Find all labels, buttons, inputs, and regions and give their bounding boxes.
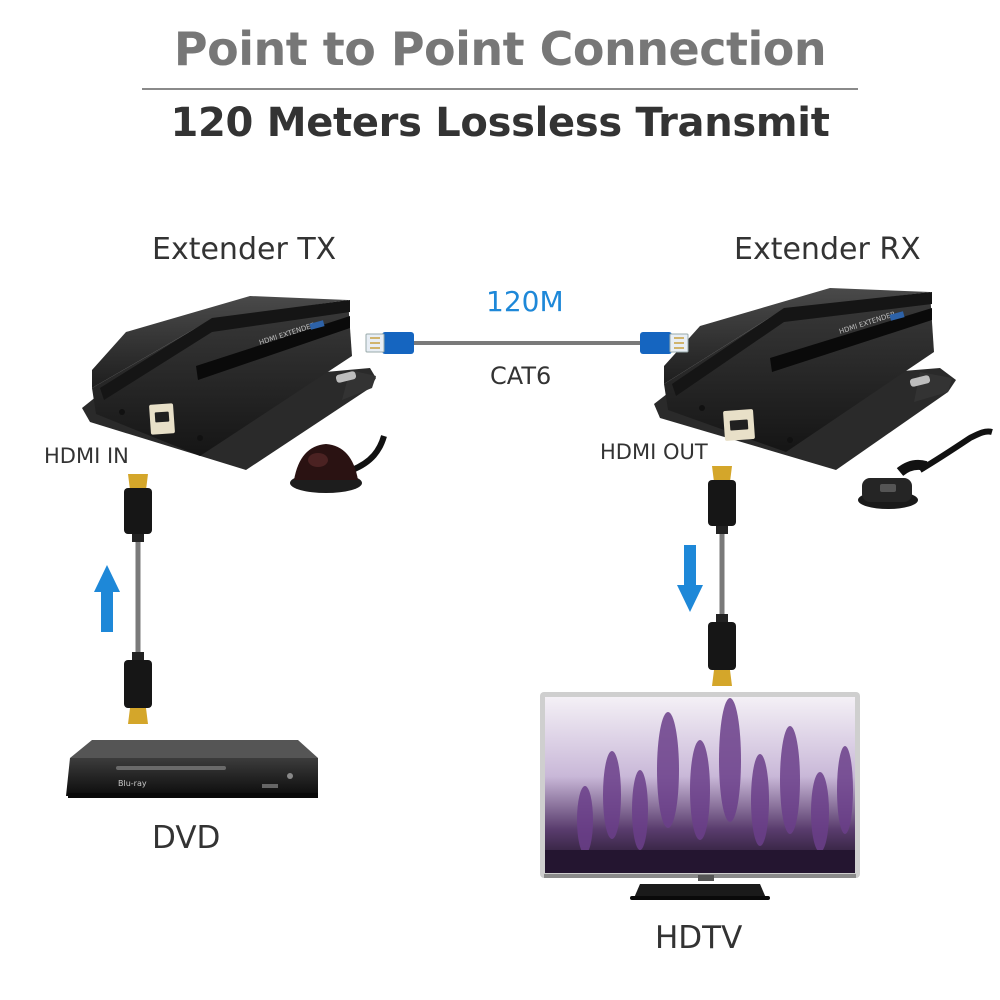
hdtv-label: HDTV [655, 920, 743, 956]
page-title: Point to Point Connection [173, 22, 827, 76]
extender-rx-label: Extender RX [734, 232, 921, 267]
svg-text:Blu-ray: Blu-ray [118, 779, 147, 788]
hdmi-in-label: HDMI IN [44, 444, 129, 468]
cable-type-label: CAT6 [490, 362, 552, 390]
extender-tx-label: Extender TX [152, 232, 337, 267]
page-subtitle: 120 Meters Lossless Transmit [170, 100, 830, 146]
extender-tx-device: HDMI EXTENDER [82, 296, 376, 470]
dvd-player: Blu-ray [66, 740, 318, 798]
tx-ir-sensor [290, 435, 387, 493]
hdmi-out-label: HDMI OUT [600, 440, 708, 464]
arrow-up-icon [94, 565, 120, 632]
distance-label: 120M [486, 285, 564, 318]
hdmi-cable-input [124, 474, 152, 724]
arrow-down-icon [677, 545, 703, 612]
extender-rx-device: HDMI EXTENDER [654, 288, 956, 470]
hdmi-cable-output [708, 466, 736, 686]
cat6-cable [365, 332, 689, 354]
hdtv [540, 692, 860, 900]
title-divider [142, 88, 858, 90]
rx-ir-receiver [858, 428, 993, 509]
dvd-label: DVD [152, 820, 221, 856]
